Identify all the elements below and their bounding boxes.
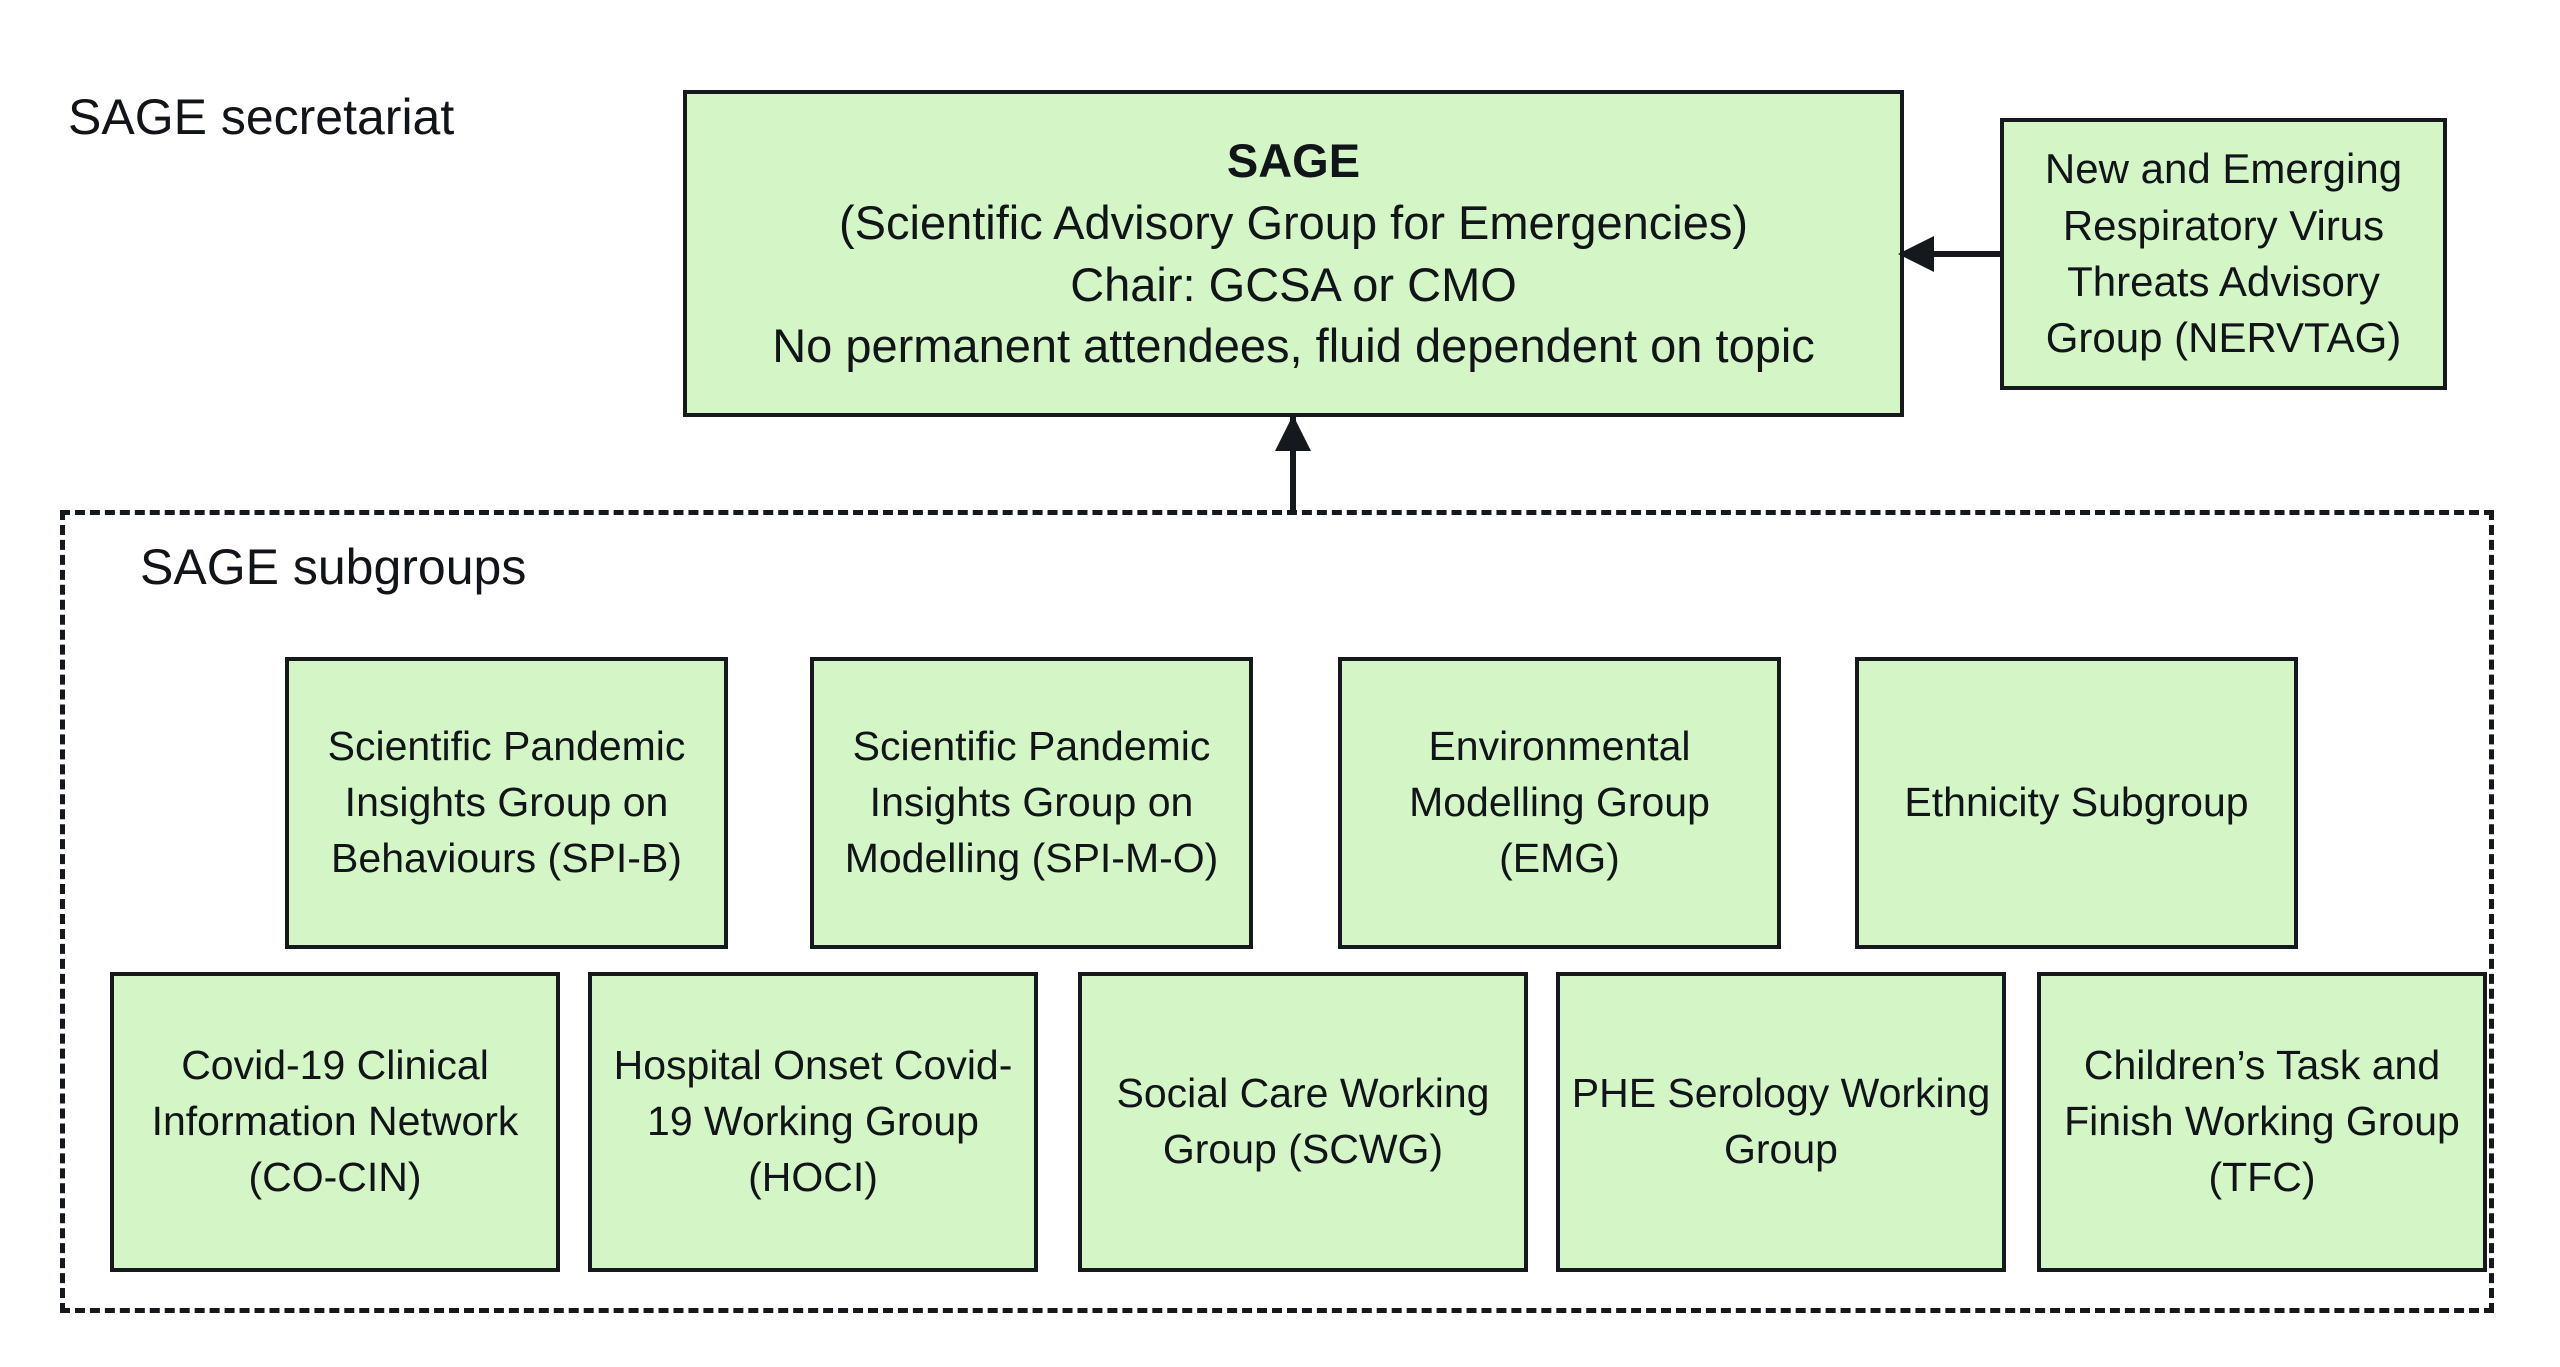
node-emg-label: Environmental Modelling Group (EMG) — [1409, 723, 1710, 881]
node-co-cin-label: Covid-19 Clinical Information Network (C… — [151, 1042, 519, 1200]
node-phe-serology[interactable]: PHE Serology Working Group — [1556, 972, 2006, 1272]
node-nervtag-label: New and Emerging Respiratory Virus Threa… — [2044, 145, 2403, 362]
arrow-nervtag-to-sage — [1898, 236, 2003, 272]
node-ethnicity-subgroup-label: Ethnicity Subgroup — [1904, 779, 2249, 826]
node-spi-b-label: Scientific Pandemic Insights Group on Be… — [327, 723, 686, 881]
node-sage-line-1: SAGE — [1226, 134, 1361, 188]
node-hoci[interactable]: Hospital Onset Covid-19 Working Group (H… — [588, 972, 1038, 1272]
node-hoci-label: Hospital Onset Covid-19 Working Group (H… — [613, 1042, 1013, 1200]
node-sage-line-2: (Scientific Advisory Group for Emergenci… — [839, 195, 1748, 249]
node-ethnicity-subgroup[interactable]: Ethnicity Subgroup — [1855, 657, 2298, 949]
node-emg[interactable]: Environmental Modelling Group (EMG) — [1338, 657, 1781, 949]
node-nervtag[interactable]: New and Emerging Respiratory Virus Threa… — [2000, 118, 2447, 390]
node-spi-b[interactable]: Scientific Pandemic Insights Group on Be… — [285, 657, 728, 949]
node-co-cin[interactable]: Covid-19 Clinical Information Network (C… — [110, 972, 560, 1272]
sage-subgroups-container — [60, 510, 2494, 1313]
arrow-subgroups-to-sage — [1275, 415, 1311, 515]
node-sage-line-4: No permanent attendees, fluid dependent … — [772, 319, 1815, 373]
node-sage-line-3: Chair: GCSA or CMO — [1070, 257, 1517, 311]
sage-subgroups-label: SAGE subgroups — [140, 539, 527, 595]
node-tfc-label: Children’s Task and Finish Working Group… — [2064, 1042, 2460, 1200]
node-tfc[interactable]: Children’s Task and Finish Working Group… — [2037, 972, 2487, 1272]
node-spi-m-o-label: Scientific Pandemic Insights Group on Mo… — [844, 723, 1219, 881]
node-scwg[interactable]: Social Care Working Group (SCWG) — [1078, 972, 1528, 1272]
sage-secretariat-label: SAGE secretariat — [68, 89, 455, 145]
node-sage[interactable]: SAGE (Scientific Advisory Group for Emer… — [683, 90, 1904, 417]
node-scwg-label: Social Care Working Group (SCWG) — [1116, 1070, 1490, 1172]
node-spi-m-o[interactable]: Scientific Pandemic Insights Group on Mo… — [810, 657, 1253, 949]
node-phe-serology-label: PHE Serology Working Group — [1571, 1070, 1991, 1172]
